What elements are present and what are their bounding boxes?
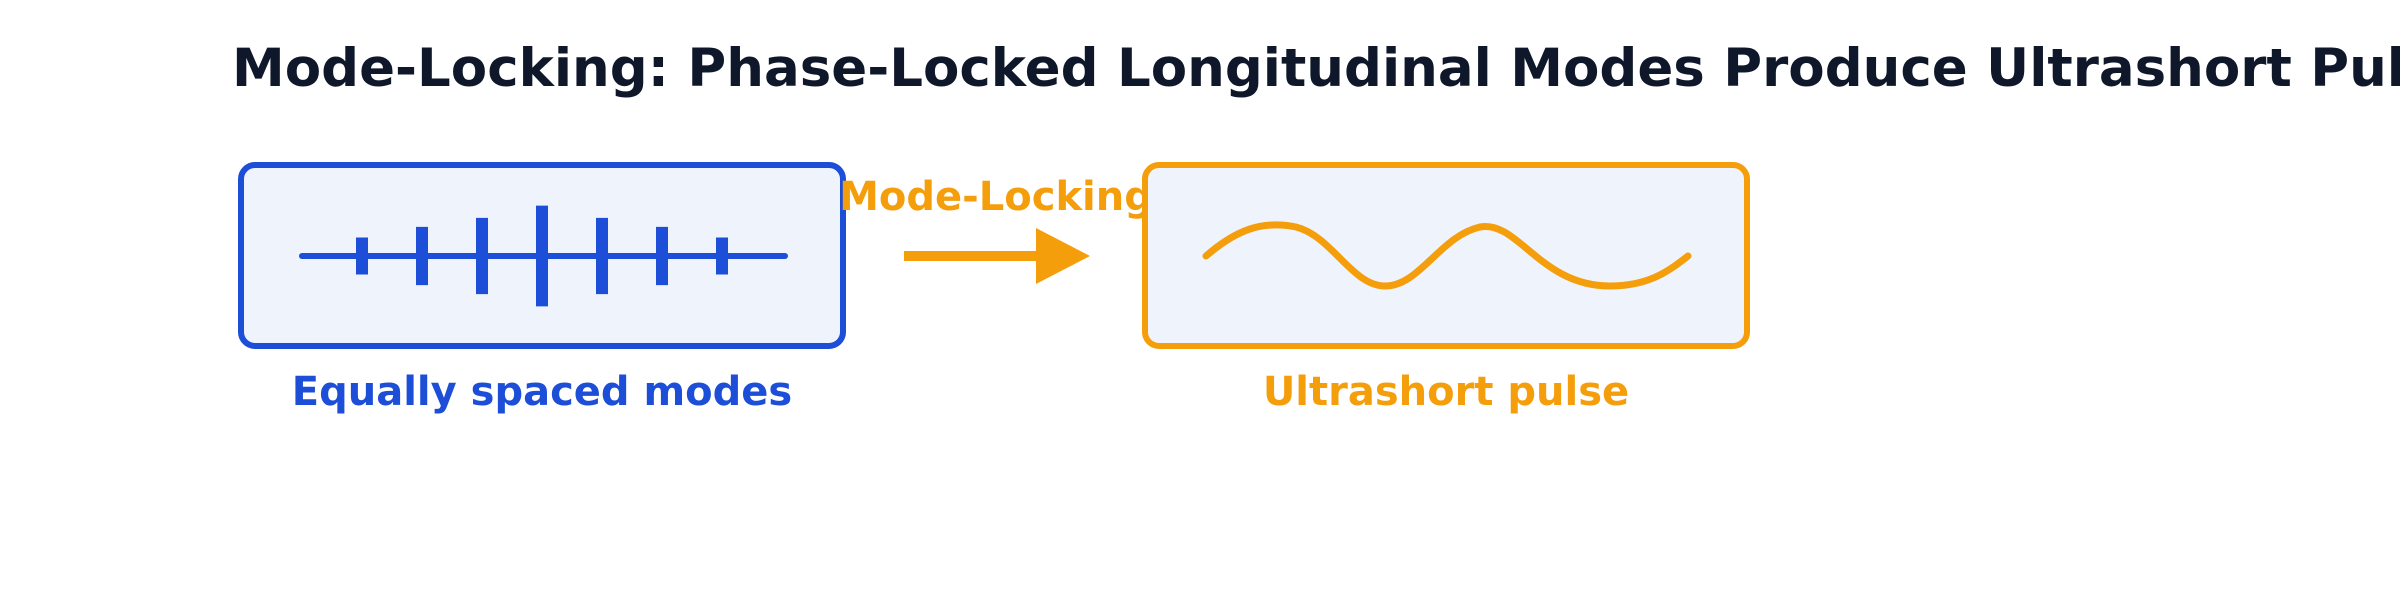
pulse-box: [1142, 162, 1750, 349]
page-title: Mode-Locking: Phase-Locked Longitudinal …: [232, 38, 2400, 99]
pulse-caption: Ultrashort pulse: [1263, 369, 1629, 415]
pulse-waveform: [1202, 221, 1692, 290]
arrow-label: Mode-Locking: [839, 174, 1153, 220]
modes-caption: Equally spaced modes: [292, 369, 792, 415]
mode-lines-group: [356, 205, 728, 307]
arrow-head: [1036, 228, 1090, 284]
